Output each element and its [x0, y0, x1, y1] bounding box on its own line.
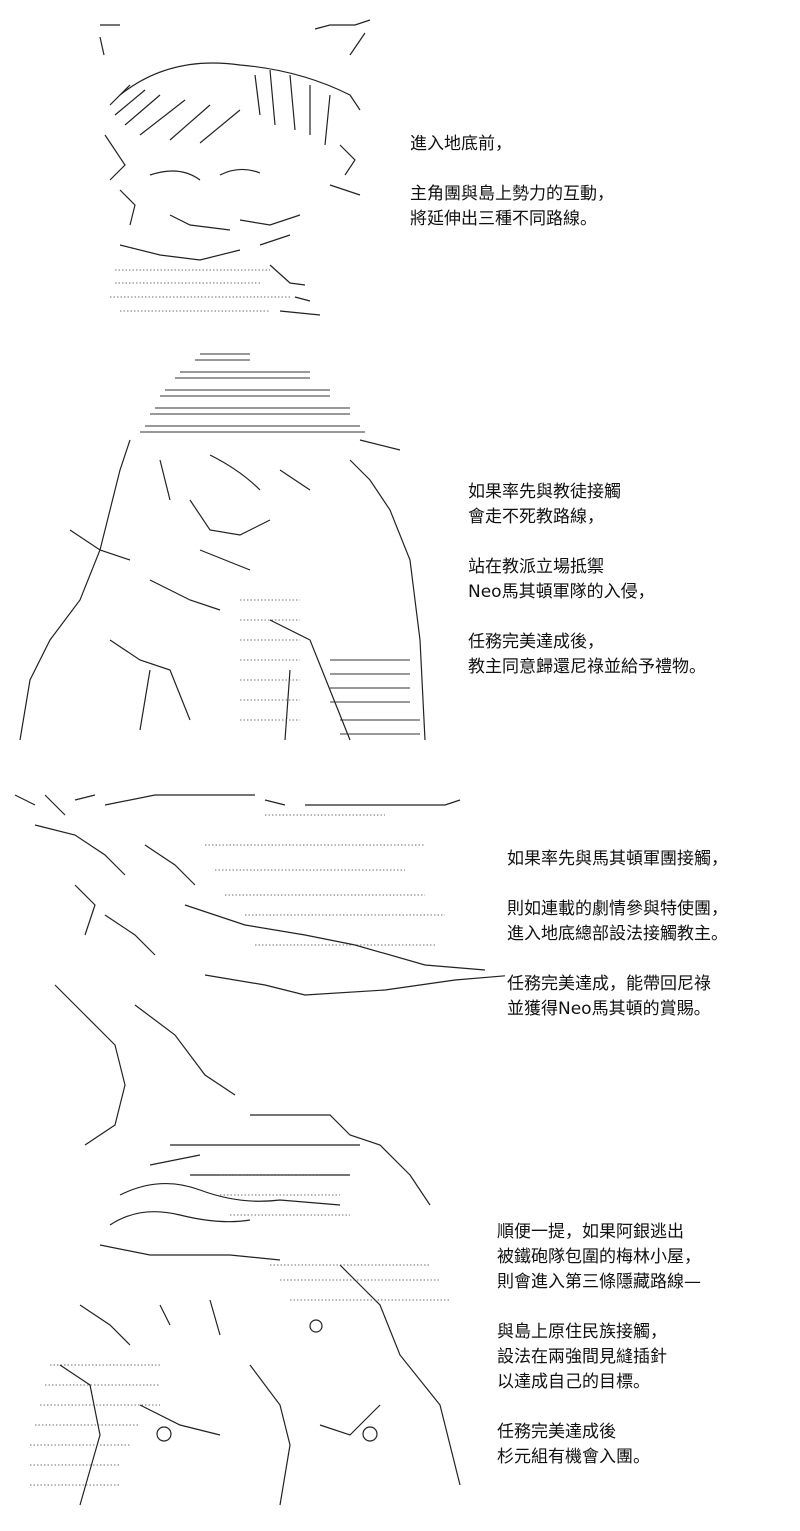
caption-gap: [507, 947, 728, 972]
caption-line: 任務完美達成後，: [468, 632, 604, 652]
caption-line: Neo馬其頓軍隊的入侵，: [468, 582, 655, 602]
caption-gap: [468, 530, 706, 555]
caption-line: 杉元組有機會入團。: [497, 1447, 650, 1467]
panel-3: 如果率先與馬其頓軍團接觸， 則如連載的劇情參與特使團， 進入地底總部設法接觸教主…: [0, 785, 800, 1165]
caption-panel-2: 如果率先與教徒接觸 會走不死教路線， 站在教派立場抵禦 Neo馬其頓軍隊的入侵，…: [468, 480, 706, 680]
caption-line: 並獲得Neo馬其頓的賞賜。: [507, 999, 711, 1019]
caption-line: 任務完美達成後: [497, 1422, 616, 1442]
caption-line: 順便一提，如果阿銀逃出: [497, 1222, 684, 1242]
caption-gap: [468, 605, 706, 630]
caption-panel-4: 順便一提，如果阿銀逃出 被鐵砲隊包圍的梅林小屋， 則會進入第三條隱藏路線— 與島…: [497, 1220, 701, 1470]
caption-line: 則會進入第三條隱藏路線—: [497, 1272, 701, 1292]
caption-panel-1: 進入地底前， 主角團與島上勢力的互動， 將延伸出三種不同路線。: [410, 132, 614, 232]
panel-2: 如果率先與教徒接觸 會走不死教路線， 站在教派立場抵禦 Neo馬其頓軍隊的入侵，…: [0, 340, 800, 760]
caption-line: 會走不死教路線，: [468, 507, 604, 527]
caption-line: 將延伸出三種不同路線。: [410, 209, 597, 229]
caption-gap: [410, 157, 614, 182]
caption-panel-3: 如果率先與馬其頓軍團接觸， 則如連載的劇情參與特使團， 進入地底總部設法接觸教主…: [507, 847, 728, 1022]
character-art-3: [14, 794, 505, 1146]
caption-line: 如果率先與馬其頓軍團接觸，: [507, 849, 728, 869]
caption-line: 進入地底前，: [410, 134, 512, 154]
caption-gap: [497, 1395, 701, 1420]
caption-gap: [507, 872, 728, 897]
caption-line: 與島上原住民族接觸，: [497, 1322, 667, 1342]
caption-line: 設法在兩強間見縫插針: [497, 1347, 667, 1367]
panel-1: 進入地底前， 主角團與島上勢力的互動， 將延伸出三種不同路線。: [0, 0, 800, 330]
caption-line: 主角團與島上勢力的互動，: [410, 184, 614, 204]
caption-line: 任務完美達成，能帶回尼祿: [507, 974, 711, 994]
caption-line: 進入地底總部設法接觸教主。: [507, 924, 728, 944]
caption-line: 教主同意歸還尼祿並給予禮物。: [468, 657, 706, 677]
panel-4: 順便一提，如果阿銀逃出 被鐵砲隊包圍的梅林小屋， 則會進入第三條隱藏路線— 與島…: [0, 1105, 800, 1525]
character-art-2: [19, 353, 426, 741]
character-art-4: [30, 1114, 461, 1506]
caption-gap: [497, 1295, 701, 1320]
caption-line: 則如連載的劇情參與特使團，: [507, 899, 728, 919]
caption-line: 以達成自己的目標。: [497, 1372, 650, 1392]
character-art-1: [99, 19, 371, 316]
caption-line: 站在教派立場抵禦: [468, 557, 604, 577]
caption-line: 如果率先與教徒接觸: [468, 482, 621, 502]
caption-line: 被鐵砲隊包圍的梅林小屋，: [497, 1247, 701, 1267]
